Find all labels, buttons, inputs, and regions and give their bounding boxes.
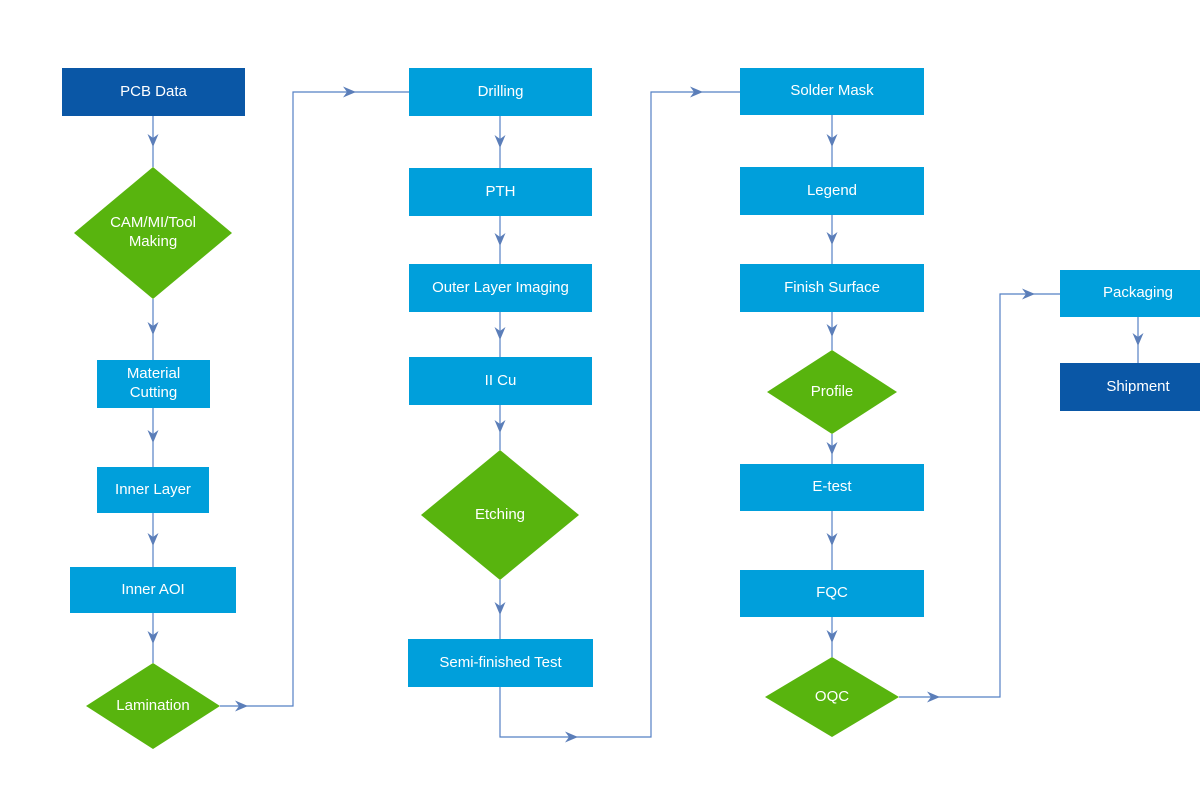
- flow-node-label: Profile: [810, 382, 854, 400]
- flow-node-packaging: Packaging: [1060, 270, 1200, 317]
- flow-node-etching: Etching: [421, 450, 579, 580]
- flow-node-label: FQC: [816, 584, 848, 602]
- flow-node-label: Drilling: [477, 82, 524, 100]
- flow-node-label: Inner Layer: [115, 480, 191, 498]
- flow-node-legend: Legend: [740, 167, 924, 215]
- flow-node-label: II Cu: [484, 371, 517, 389]
- flow-node-label: PCB Data: [120, 82, 187, 100]
- flow-node-label: Packaging: [1102, 284, 1174, 302]
- flow-node-label: Lamination: [116, 696, 190, 714]
- flow-node-profile: Profile: [767, 350, 897, 434]
- flow-node-label: PTH: [485, 182, 516, 200]
- flow-node-drilling: Drilling: [409, 68, 592, 116]
- flow-node-material-cutting: Material Cutting: [97, 360, 210, 408]
- flow-node-shipment: Shipment: [1060, 363, 1200, 411]
- flow-node-label: Solder Mask: [790, 82, 874, 100]
- flow-node-lamination: Lamination: [86, 663, 220, 749]
- flow-node-label: OQC: [814, 687, 850, 705]
- flow-node-finish-surface: Finish Surface: [740, 264, 924, 312]
- flow-node-label: E-test: [812, 478, 852, 496]
- flow-node-label: Outer Layer Imaging: [432, 278, 569, 296]
- flow-node-fqc: FQC: [740, 570, 924, 617]
- flow-node-label: Semi-finished Test: [439, 653, 562, 671]
- flow-node-oqc: OQC: [765, 657, 899, 737]
- flow-node-solder-mask: Solder Mask: [740, 68, 924, 115]
- flow-node-label: Shipment: [1106, 377, 1170, 395]
- flow-node-outer-layer-imaging: Outer Layer Imaging: [409, 264, 592, 312]
- flow-node-label: Legend: [806, 181, 858, 199]
- flow-node-inner-layer: Inner Layer: [97, 467, 209, 513]
- flow-node-label: Material Cutting: [126, 365, 181, 401]
- flow-node-label: Inner AOI: [121, 580, 185, 598]
- flow-node-label: CAM/MI/Tool Making: [110, 214, 196, 250]
- flow-node-pth: PTH: [409, 168, 592, 216]
- flow-node-ii-cu: II Cu: [409, 357, 592, 405]
- flow-node-cam-mi-tool-making: CAM/MI/Tool Making: [74, 167, 232, 299]
- flow-node-semi-finished-test: Semi-finished Test: [408, 639, 593, 687]
- flow-node-label: Finish Surface: [784, 278, 880, 296]
- flow-node-pcb-data: PCB Data: [62, 68, 245, 116]
- flow-node-inner-aoi: Inner AOI: [70, 567, 236, 613]
- flow-node-label: Etching: [474, 505, 526, 523]
- flow-node-e-test: E-test: [740, 464, 924, 511]
